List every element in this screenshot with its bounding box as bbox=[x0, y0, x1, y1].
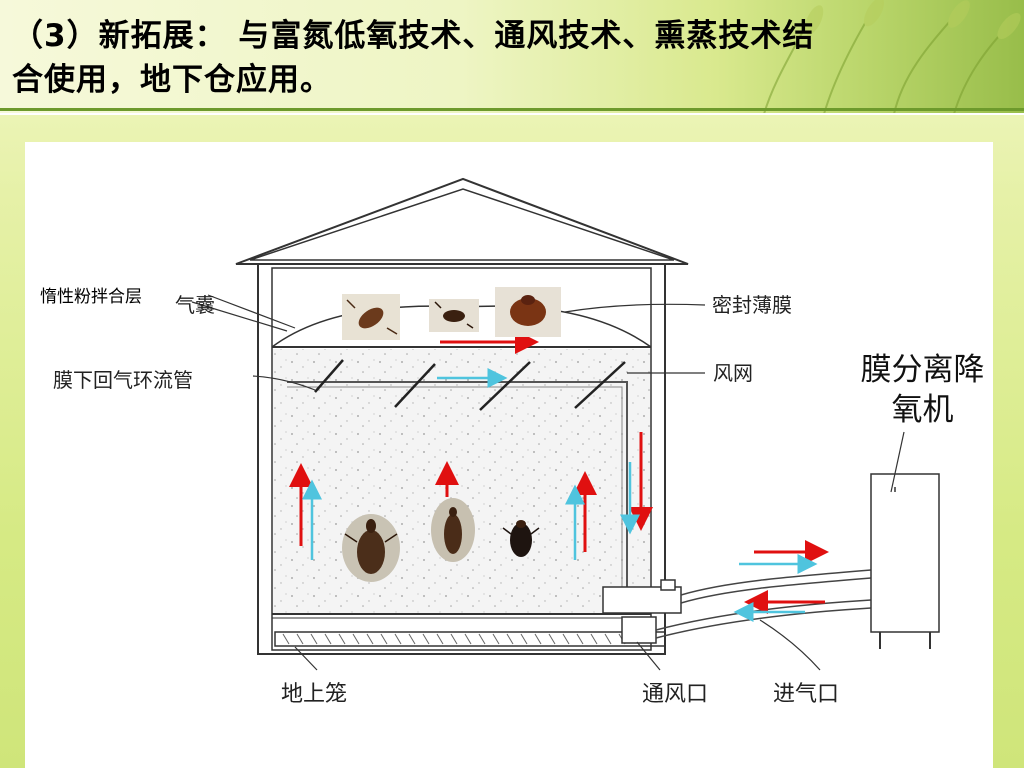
connection-pipes bbox=[655, 569, 872, 639]
ground-cage bbox=[274, 631, 666, 647]
membrane-machine-label: 膜分离降 氧机 bbox=[835, 350, 1010, 430]
sealing-film-label: 密封薄膜 bbox=[712, 293, 792, 317]
membrane-machine-label-line-2: 氧机 bbox=[891, 392, 954, 428]
slide-header: （3）新拓展： 与富氮低氧技术、通风技术、熏蒸技术结 合使用，地下仓应用。 bbox=[0, 0, 1024, 114]
leader-lines bbox=[191, 294, 905, 671]
membrane-machine-label-line-1: 膜分离降 bbox=[860, 352, 985, 388]
return-pipe-label: 膜下回气环流管 bbox=[53, 368, 193, 392]
air-net bbox=[314, 359, 626, 411]
header-divider bbox=[0, 108, 1024, 111]
header-divider-highlight bbox=[0, 113, 1024, 115]
red-flow-arrows bbox=[289, 330, 829, 614]
roof bbox=[235, 177, 689, 265]
grain-pile bbox=[273, 349, 650, 614]
membrane-separation-machine bbox=[870, 473, 940, 633]
warehouse-outer-wall bbox=[257, 263, 666, 655]
insect-bottom-center-icon bbox=[431, 498, 475, 562]
slide-title-line-2: 合使用，地下仓应用。 bbox=[12, 62, 332, 98]
insect-top-middle-icon bbox=[429, 299, 479, 332]
vent-box-top bbox=[660, 579, 676, 591]
inert-powder-layer-label: 惰性粉拌合层 bbox=[40, 287, 142, 307]
ground-cage-label: 地上笼 bbox=[281, 682, 347, 707]
insect-top-left-icon bbox=[342, 294, 400, 340]
insect-top-right-icon bbox=[495, 287, 561, 337]
wheat-background-icon bbox=[763, 0, 1021, 114]
diagram-canvas: 气囊 密封薄膜 膜下回气环流管 风网 地上笼 通风口 进气口 bbox=[25, 142, 993, 768]
warehouse-inner-wall bbox=[271, 267, 652, 651]
vent-label: 通风口 bbox=[642, 682, 708, 707]
slide-title: （3）新拓展： 与富氮低氧技术、通风技术、熏蒸技术结 合使用，地下仓应用。 bbox=[12, 14, 1012, 102]
granary-diagram: 气囊 密封薄膜 膜下回气环流管 风网 地上笼 通风口 进气口 bbox=[53, 177, 940, 707]
vent-opening bbox=[621, 616, 657, 644]
air-bag-label: 气囊 bbox=[175, 293, 215, 317]
cyan-flow-arrows bbox=[302, 368, 818, 622]
insect-bottom-left-icon bbox=[342, 514, 400, 582]
slide-title-line-1: （3）新拓展： 与富氮低氧技术、通风技术、熏蒸技术结 bbox=[12, 18, 815, 54]
air-net-label: 风网 bbox=[713, 361, 753, 385]
vent-box bbox=[602, 586, 682, 614]
insect-bottom-right-icon bbox=[502, 520, 540, 557]
ground-cage-slats bbox=[282, 633, 640, 645]
air-inlet-label: 进气口 bbox=[773, 682, 839, 707]
